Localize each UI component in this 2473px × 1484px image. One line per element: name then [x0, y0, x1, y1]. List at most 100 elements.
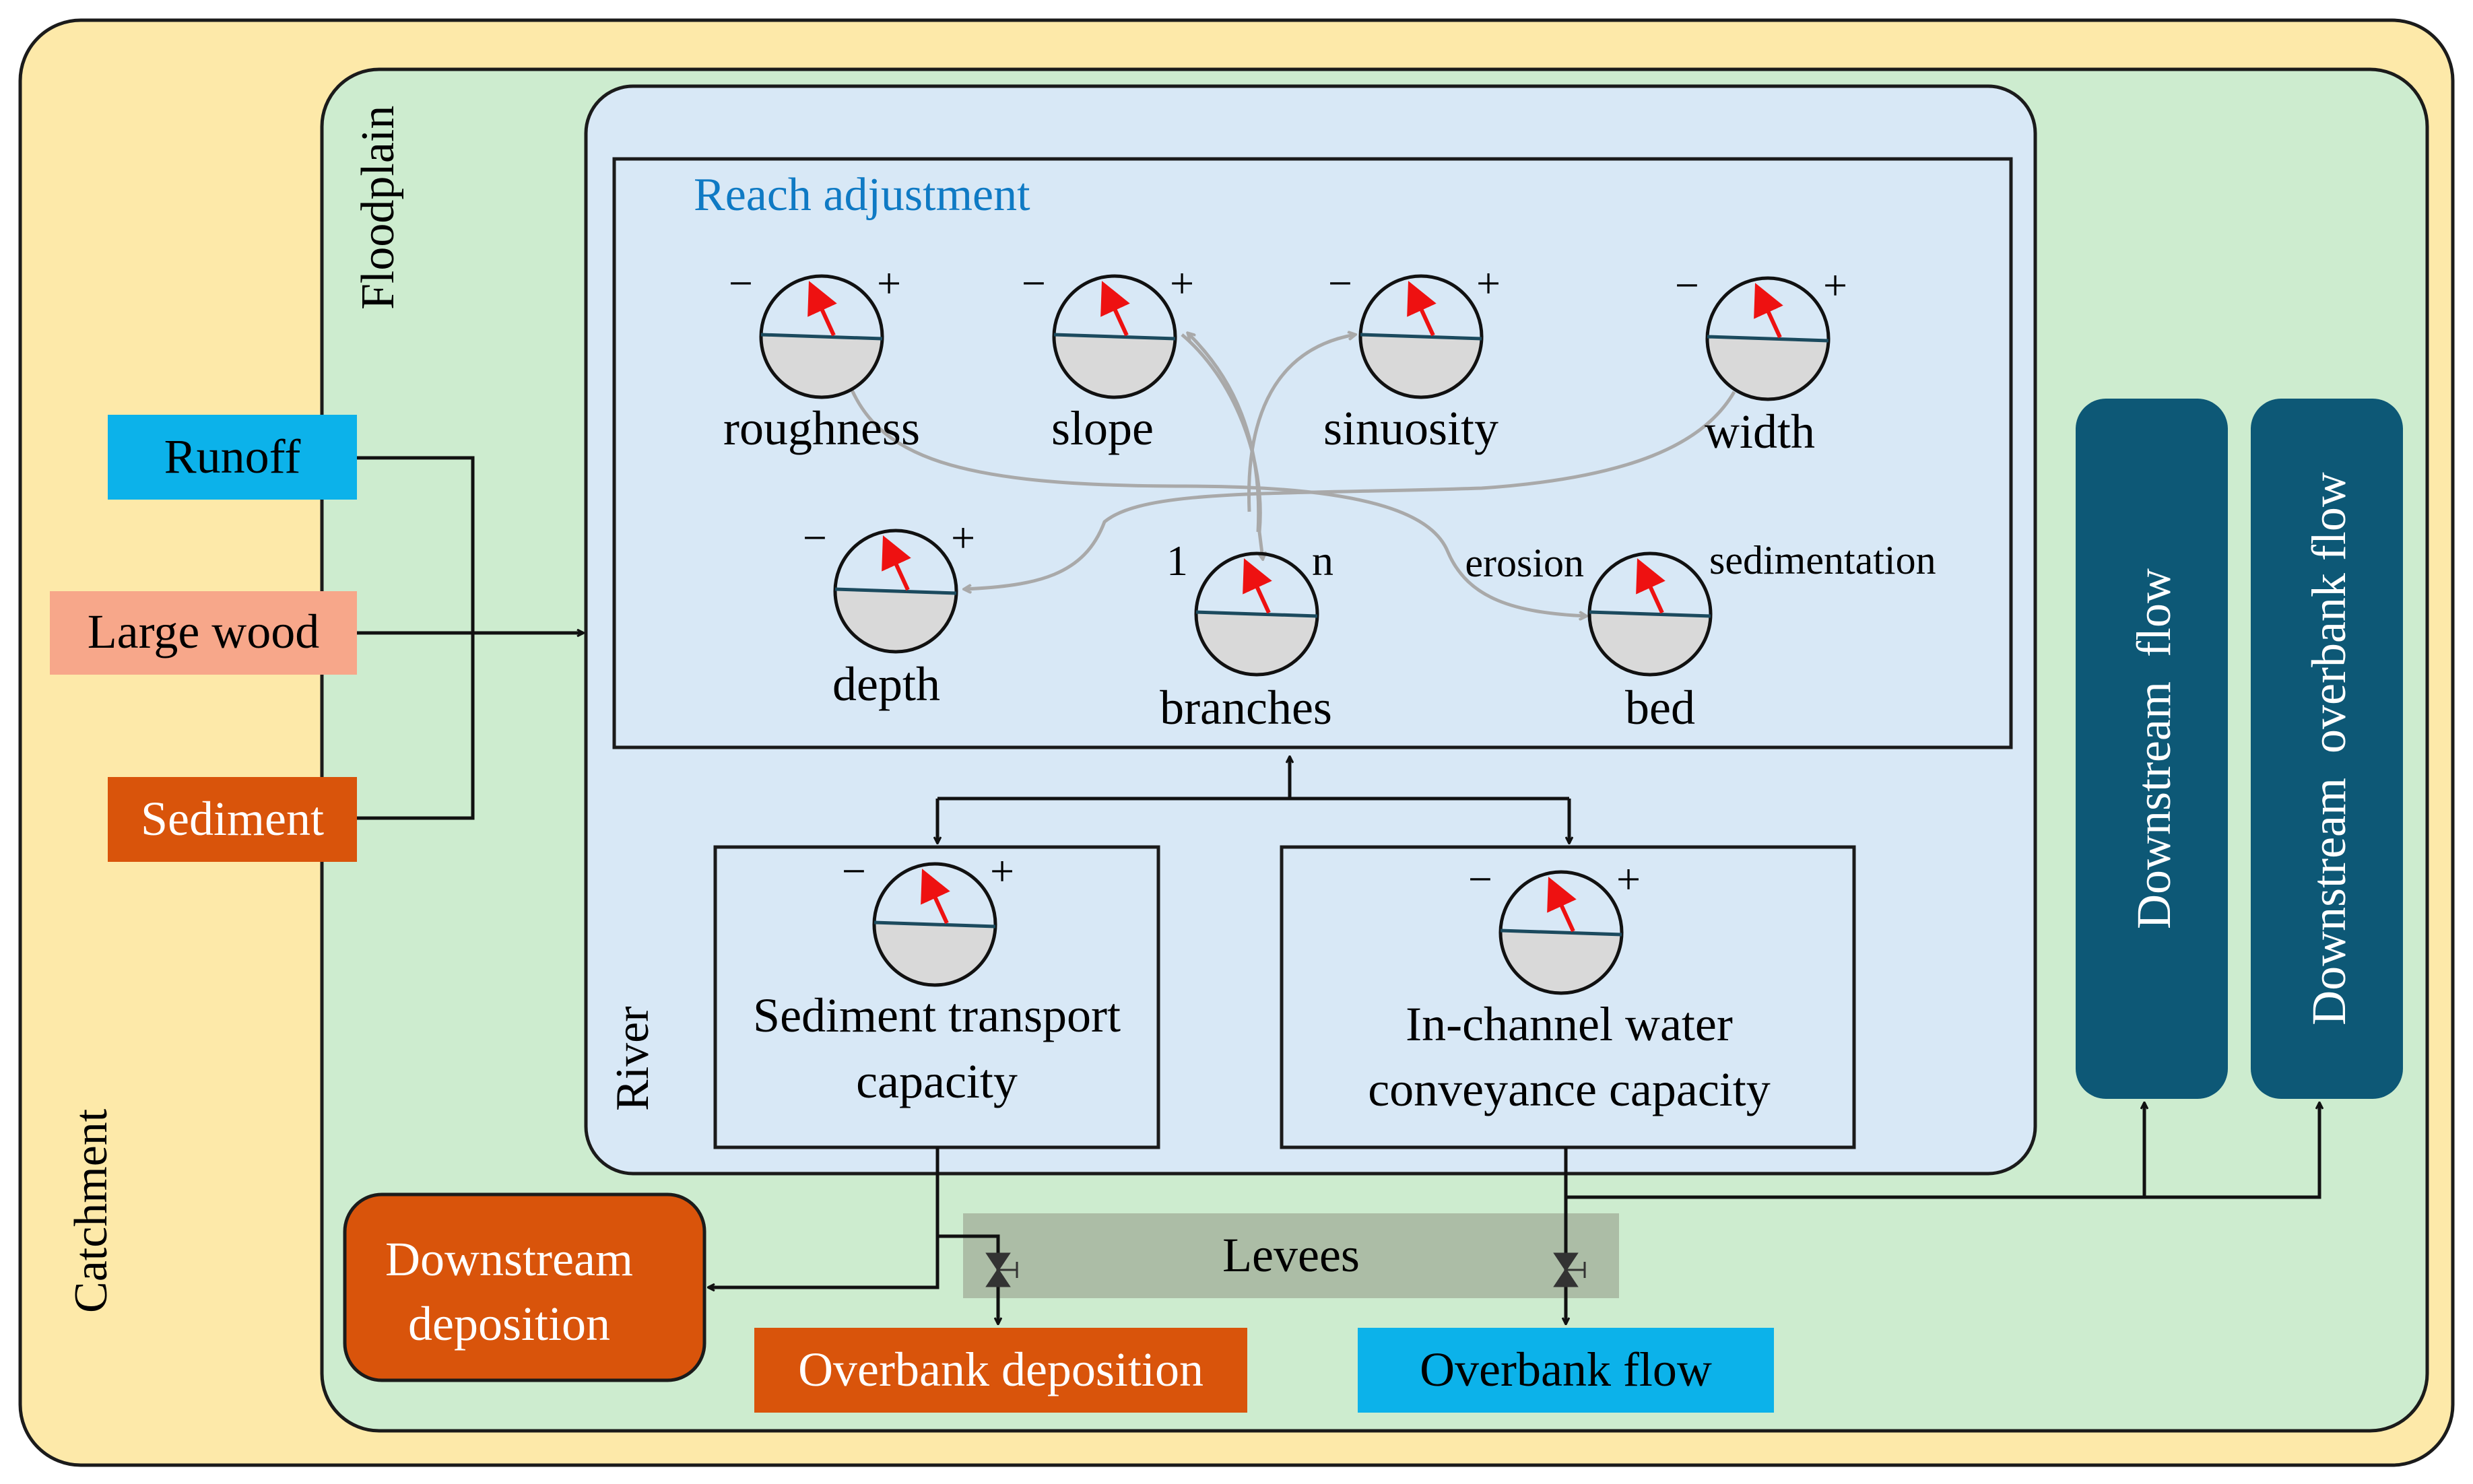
- reach-adjustment-title: Reach adjustment: [694, 169, 1030, 221]
- sediment-capacity-line1: Sediment transport: [753, 988, 1121, 1042]
- gauge-width-fill: [1707, 337, 1828, 400]
- overbank-flow-label: Overbank flow: [1420, 1343, 1712, 1396]
- levee-valve-left: [985, 1252, 1018, 1287]
- downstream-flow-label: Downstream flow: [2127, 568, 2181, 929]
- gauge-depth: −+depth: [803, 514, 975, 711]
- gauge-sinuosity-left-label: −: [1328, 259, 1352, 307]
- gauge-roughness-fill: [760, 335, 882, 398]
- gauge-depth-left-label: −: [803, 514, 827, 562]
- floodplain-label: Floodplain: [352, 106, 404, 310]
- levees-label: Levees: [1222, 1228, 1360, 1282]
- levee-valve-right: [1553, 1252, 1586, 1287]
- gauge-slope-needle: [1100, 281, 1130, 337]
- gauge-water-capacity: −+: [1468, 855, 1641, 995]
- sediment-capacity-line2: capacity: [856, 1054, 1018, 1108]
- curve-branches-slope: [1188, 333, 1261, 533]
- large-wood-label: Large wood: [88, 605, 320, 659]
- gauge-width-needle: [1754, 283, 1783, 339]
- gauge-depth-fill: [834, 589, 956, 652]
- gauge-roughness-right-label: +: [877, 259, 901, 307]
- gauge-roughness-label: roughness: [723, 401, 920, 455]
- gauge-sediment-capacity-fill: [873, 922, 995, 986]
- gauge-slope-baseline: [1053, 333, 1176, 341]
- gauge-sinuosity-label: sinuosity: [1323, 401, 1498, 455]
- gauge-branches-needle: [1243, 558, 1272, 614]
- downstream-overbank-flow-box: [2251, 399, 2403, 1099]
- gauge-sediment-capacity-baseline: [873, 920, 996, 929]
- sediment-label: Sediment: [141, 792, 324, 846]
- gauge-sinuosity: − + sinuosity: [1323, 259, 1501, 455]
- curve-width-depth: [964, 391, 1736, 589]
- gauge-water-capacity-left-label: −: [1468, 855, 1492, 903]
- gauge-slope-fill: [1053, 335, 1175, 398]
- gauge-depth-dial: [833, 529, 958, 654]
- catchment-label: Catchment: [65, 1108, 117, 1313]
- output-connectors: [708, 1103, 2319, 1324]
- runoff-box: [108, 415, 357, 500]
- reach-capacity-connectors: [937, 757, 1569, 843]
- gauge-width-baseline: [1707, 335, 1829, 343]
- gauge-branches-label: branches: [1160, 681, 1332, 735]
- gauge-bed-needle: [1636, 558, 1666, 614]
- gauge-sinuosity-needle: [1407, 281, 1437, 337]
- gauge-sediment-capacity-right-label: +: [990, 847, 1014, 895]
- gauge-slope-label: slope: [1051, 401, 1154, 455]
- overbank-deposition-label: Overbank deposition: [798, 1343, 1203, 1396]
- gauge-roughness-dial: [759, 274, 884, 399]
- gauge-sinuosity-right-label: +: [1476, 259, 1501, 307]
- gauge-branches-left-label: 1: [1166, 537, 1188, 584]
- gauge-slope-right-label: +: [1170, 259, 1194, 307]
- gauge-water-capacity-baseline: [1500, 929, 1622, 937]
- gauge-depth-baseline: [834, 587, 957, 595]
- downstream-flow-box: [2076, 399, 2228, 1099]
- sediment-box: [108, 777, 357, 862]
- gauge-sinuosity-dial: [1358, 274, 1484, 399]
- gauge-bed-right-label: sedimentation: [1709, 538, 1936, 582]
- gauge-depth-label: depth: [832, 657, 940, 711]
- gauge-roughness-needle: [807, 281, 837, 337]
- gauge-sediment-capacity: −+: [842, 847, 1014, 987]
- gauge-width-right-label: +: [1823, 261, 1847, 309]
- gauge-water-capacity-fill: [1500, 931, 1622, 994]
- gauge-roughness-baseline: [760, 333, 883, 341]
- runoff-label: Runoff: [164, 430, 301, 483]
- gauge-width: − + width: [1675, 261, 1847, 459]
- overbank-flow-box: [1358, 1328, 1774, 1413]
- gauge-sediment-capacity-dial: [872, 862, 997, 987]
- water-capacity-box: [1280, 845, 1856, 1149]
- gauge-roughness-left-label: −: [729, 259, 753, 307]
- gauge-depth-needle: [882, 535, 911, 591]
- gauge-branches-baseline: [1195, 610, 1318, 618]
- river-label: River: [607, 1006, 659, 1111]
- gauge-branches-fill: [1195, 612, 1317, 675]
- downstream-deposition-box: [343, 1192, 706, 1382]
- gauge-slope: − + slope: [1022, 259, 1194, 455]
- gauge-sinuosity-baseline: [1360, 333, 1482, 341]
- curve-branches-sinuosity: [1247, 335, 1355, 512]
- gauge-slope-dial: [1052, 274, 1177, 399]
- gauge-sinuosity-fill: [1360, 335, 1482, 398]
- overbank-deposition-box: [754, 1328, 1247, 1413]
- downstream-overbank-flow-label: Downstream overbank flow: [2302, 472, 2356, 1025]
- gauge-water-capacity-dial: [1498, 870, 1624, 995]
- interaction-curves: [845, 333, 1736, 616]
- water-capacity-line2: conveyance capacity: [1368, 1063, 1771, 1116]
- gauge-water-capacity-right-label: +: [1616, 855, 1641, 903]
- gauge-slope-left-label: −: [1022, 259, 1046, 307]
- reach-adjustment-box: [612, 157, 2013, 749]
- input-connectors: [357, 456, 583, 820]
- gauge-width-dial: [1705, 276, 1831, 401]
- gauge-bed-label: bed: [1625, 681, 1695, 735]
- gauge-width-label: width: [1705, 405, 1815, 459]
- downstream-deposition-line2: deposition: [408, 1297, 610, 1351]
- gauge-bed-dial: [1587, 551, 1713, 677]
- gauge-water-capacity-needle: [1547, 877, 1577, 933]
- large-wood-box: [50, 591, 357, 675]
- gauge-branches-dial: [1194, 551, 1319, 677]
- gauge-bed-baseline: [1589, 610, 1711, 618]
- gauge-width-left-label: −: [1675, 261, 1699, 309]
- water-capacity-line1: In-channel water: [1406, 997, 1733, 1051]
